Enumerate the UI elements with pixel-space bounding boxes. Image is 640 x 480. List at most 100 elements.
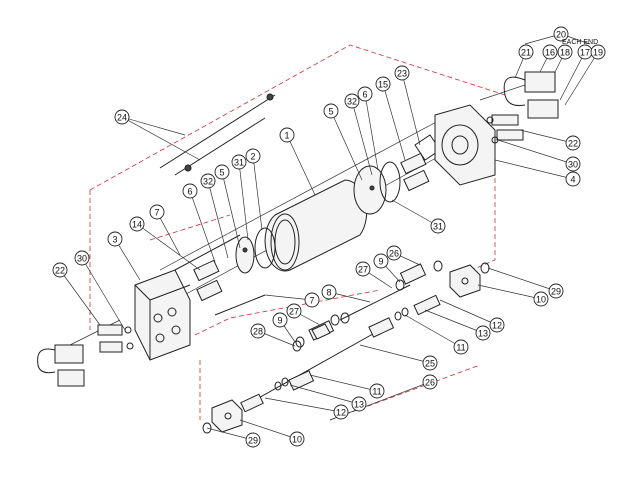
leader-line-c30b <box>497 139 574 165</box>
leader-line-c29a <box>487 267 557 292</box>
callout-label: 18 <box>560 48 570 58</box>
callout-circle <box>542 44 558 60</box>
callout-label: 30 <box>77 254 87 264</box>
callout-circle <box>245 148 261 164</box>
callout-c27b: 27 <box>286 303 302 319</box>
callout-circle <box>375 76 391 92</box>
leader-line-c30a <box>81 257 126 331</box>
callout-c14: 14 <box>129 216 145 232</box>
callout-circle <box>344 93 360 109</box>
callout-label: 31 <box>234 158 244 168</box>
callout-circle <box>369 383 385 399</box>
leader-line-c1 <box>286 134 316 196</box>
callout-circle <box>74 250 90 266</box>
leader-line-c32b <box>207 180 229 259</box>
callout-circle <box>272 312 288 328</box>
leader-line-c14 <box>136 223 201 271</box>
callout-label: 29 <box>248 436 258 446</box>
leader-line-c31a <box>238 161 249 241</box>
guide-pins <box>174 234 266 316</box>
callout-c8: 8 <box>321 284 337 300</box>
callout-c10b: 10 <box>289 431 305 447</box>
callout-c31a: 31 <box>231 154 247 170</box>
callout-circle <box>557 44 573 60</box>
callout-circle <box>250 323 266 339</box>
callout-c28: 28 <box>250 323 266 339</box>
callout-label: 11 <box>456 343 465 353</box>
callout-label: 20 <box>556 30 566 40</box>
callout-label: 22 <box>568 139 578 149</box>
callout-circle <box>565 171 581 187</box>
callout-circle <box>52 262 68 278</box>
cylinder-barrel <box>264 179 368 272</box>
callout-c6b: 6 <box>182 183 198 199</box>
leader-line-c10b <box>239 419 298 440</box>
left-end-cap <box>202 393 264 434</box>
callout-label: 4 <box>570 175 575 185</box>
leader-line-c11b <box>309 374 378 392</box>
leader-line-c29b <box>206 427 254 441</box>
callout-c9b: 9 <box>272 312 288 328</box>
callout-label: 13 <box>478 329 488 339</box>
left-sensor-assembly <box>37 324 134 387</box>
callout-circle <box>386 245 402 261</box>
callout-circle <box>357 86 373 102</box>
callout-label: 28 <box>253 327 263 337</box>
callout-c25: 25 <box>422 355 438 371</box>
callout-c11a: 11 <box>453 339 469 355</box>
callout-c3: 3 <box>107 231 123 247</box>
callout-label: 31 <box>433 222 443 232</box>
callout-label: 10 <box>536 295 546 305</box>
callout-circle <box>149 204 165 220</box>
leader-line-c5b <box>221 171 241 249</box>
callout-c32b: 32 <box>200 173 216 189</box>
callout-label: 19 <box>593 48 603 58</box>
callout-label: 21 <box>521 48 531 58</box>
callout-c7a: 7 <box>149 204 165 220</box>
callout-c2: 2 <box>245 148 261 164</box>
callout-circle <box>323 103 339 119</box>
callout-c9a: 9 <box>373 253 389 269</box>
callout-circle <box>355 261 371 277</box>
callout-c23: 23 <box>394 65 410 81</box>
callout-label: 7 <box>309 296 314 306</box>
callout-c10a: 10 <box>533 291 549 307</box>
callout-circle <box>590 44 606 60</box>
callout-label: 15 <box>378 80 388 90</box>
callout-c4: 4 <box>565 171 581 187</box>
leader-line-c19 <box>564 51 599 106</box>
callout-label: 5 <box>328 107 333 117</box>
leader-line-c7b <box>264 294 313 301</box>
callout-circle <box>453 339 469 355</box>
leader-line-c3 <box>114 238 141 281</box>
callout-c22b: 22 <box>565 135 581 151</box>
callout-circle <box>548 283 564 299</box>
callout-circle <box>114 109 130 125</box>
leader-line-c22b <box>519 129 574 144</box>
callout-label: 26 <box>425 378 435 388</box>
callout-c24: 24 <box>114 109 130 125</box>
callout-circle <box>245 432 261 448</box>
leader-line-c6b <box>189 190 216 263</box>
callout-c5a: 5 <box>323 103 339 119</box>
callout-circle <box>321 284 337 300</box>
callout-label: 26 <box>389 249 399 259</box>
callout-c29a: 29 <box>548 283 564 299</box>
callout-label: 23 <box>397 69 407 79</box>
leader-line-c12a <box>439 299 498 326</box>
callout-circle <box>304 292 320 308</box>
leader-line-c2 <box>252 155 263 231</box>
callout-label: 13 <box>354 400 364 410</box>
callout-circle <box>333 404 349 420</box>
callout-circle <box>430 218 446 234</box>
leader-line-c23 <box>401 72 421 146</box>
callout-circle <box>231 154 247 170</box>
springs <box>193 134 441 302</box>
left-end-block <box>134 269 191 361</box>
leader-line-c5a <box>330 110 363 181</box>
callout-label: 8 <box>326 288 331 298</box>
callout-circle <box>565 156 581 172</box>
callout-c11b: 11 <box>369 383 385 399</box>
leader-line-c15 <box>382 83 406 161</box>
